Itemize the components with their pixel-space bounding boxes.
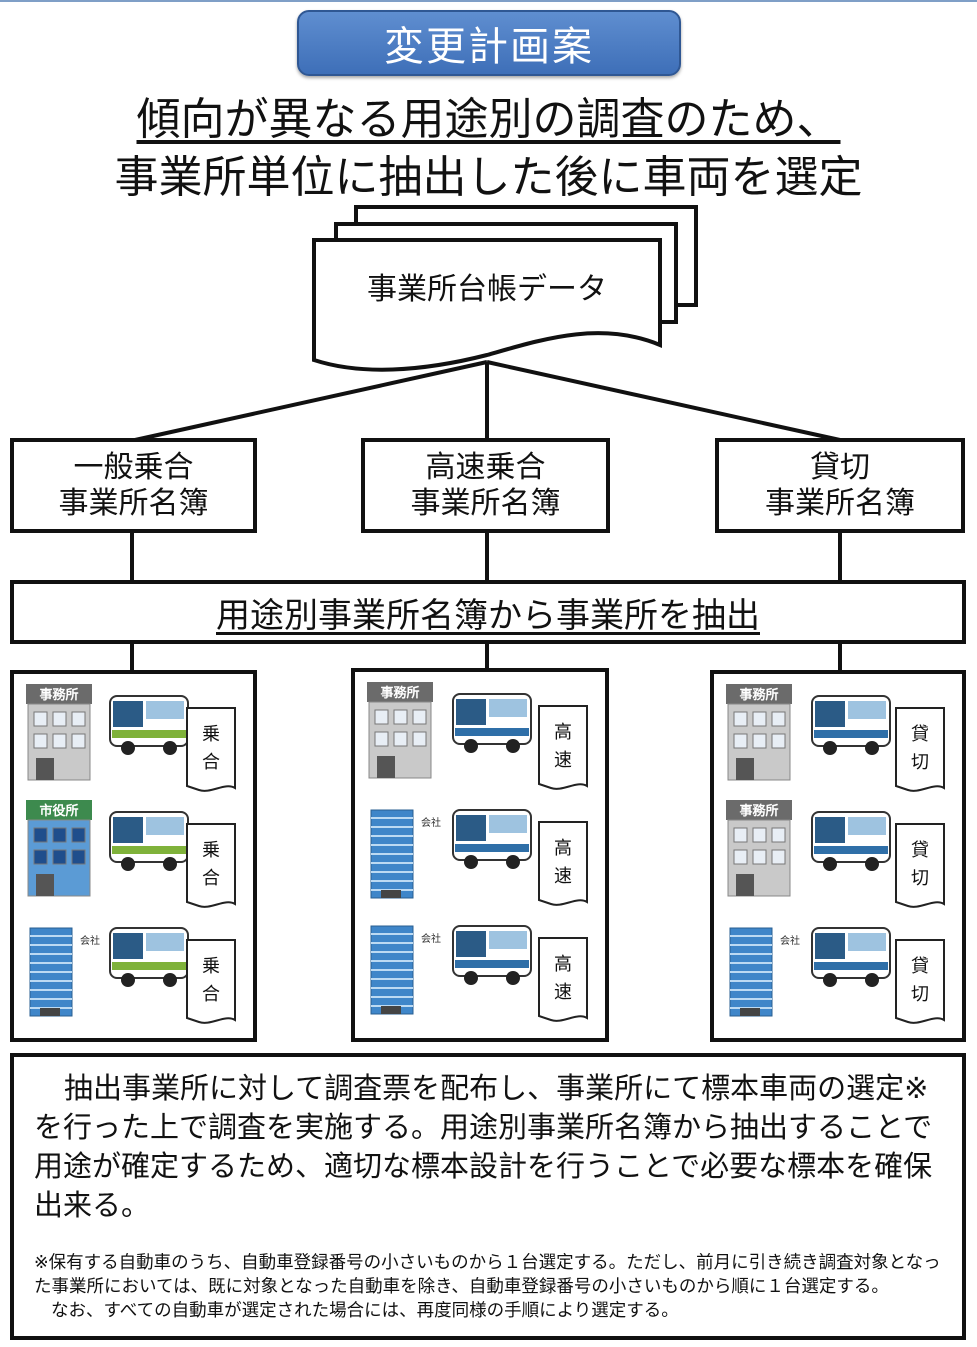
plan-title: 変更計画案 bbox=[384, 24, 594, 70]
usage-tag-char: 貸 bbox=[911, 840, 929, 861]
headline-line-1: 傾向が異なる用途別の調査のため、 bbox=[136, 94, 841, 145]
building-sign: 会社 bbox=[421, 816, 441, 829]
building-sign: 会社 bbox=[421, 932, 441, 945]
headline-line-2: 事業所単位に抽出した後に車両を選定 bbox=[114, 152, 863, 203]
top-rule bbox=[0, 0, 977, 2]
usage-tag-document: 乗合 bbox=[186, 939, 236, 1024]
usage-tag-document: 貸切 bbox=[895, 939, 945, 1024]
usage-tag-char: 切 bbox=[911, 984, 929, 1005]
usage-tag-char: 合 bbox=[202, 752, 220, 773]
building-sign: 事務所 bbox=[739, 803, 778, 819]
office-tower-icon: 会社 bbox=[729, 927, 800, 1017]
building-sign: 会社 bbox=[780, 934, 800, 947]
bus-icon bbox=[109, 695, 189, 755]
usage-tag-char: 高 bbox=[554, 838, 572, 859]
office-tower-icon: 会社 bbox=[29, 927, 100, 1017]
panel-highway: 事務所高速会社高速会社高速 bbox=[351, 668, 609, 1042]
footnote-text-2: なお、すべての自動車が選定された場合には、再度同様の手順により選定する。 bbox=[51, 1301, 679, 1321]
plan-title-badge: 変更計画案 bbox=[297, 10, 681, 76]
building-sign: 市役所 bbox=[39, 803, 78, 819]
building-sign: 事務所 bbox=[380, 685, 419, 701]
usage-tag-document: 貸切 bbox=[895, 707, 945, 792]
office-building-icon: 事務所 bbox=[726, 684, 792, 781]
bus-icon bbox=[811, 811, 891, 871]
usage-tag-char: 速 bbox=[554, 750, 572, 771]
usage-tag-char: 高 bbox=[554, 954, 572, 975]
usage-tag-document: 乗合 bbox=[186, 823, 236, 908]
usage-tag-char: 切 bbox=[911, 868, 929, 889]
bus-icon bbox=[811, 695, 891, 755]
building-sign: 事務所 bbox=[39, 687, 78, 703]
usage-tag-char: 速 bbox=[554, 866, 572, 887]
office-building-icon: 事務所 bbox=[726, 800, 792, 897]
usage-tag-document: 乗合 bbox=[186, 707, 236, 792]
usage-tag-char: 乗 bbox=[202, 840, 220, 861]
office-building-icon: 事務所 bbox=[367, 682, 433, 779]
city-hall-icon: 市役所 bbox=[26, 800, 92, 897]
source-document-label: 事業所台帳データ bbox=[367, 272, 607, 307]
summary-text: 抽出事業所に対して調査票を配布し、事業所にて標本車両の選定※を行った上で調査を実… bbox=[34, 1071, 933, 1222]
office-tower-icon: 会社 bbox=[370, 925, 441, 1015]
office-tower-icon: 会社 bbox=[370, 809, 441, 899]
source-document-icon bbox=[312, 238, 662, 372]
bus-icon bbox=[452, 925, 532, 985]
usage-tag-char: 貸 bbox=[911, 956, 929, 977]
category-subtitle: 事業所名簿 bbox=[410, 485, 561, 521]
category-title: 一般乗合 bbox=[73, 449, 194, 485]
category-title: 高速乗合 bbox=[425, 449, 546, 485]
extract-step-box: 用途別事業所名簿から事業所を抽出 bbox=[10, 580, 966, 644]
usage-tag-char: 合 bbox=[202, 984, 220, 1005]
office-building-icon: 事務所 bbox=[26, 684, 92, 781]
category-title: 貸切 bbox=[810, 449, 870, 485]
usage-tag-document: 高速 bbox=[538, 821, 588, 906]
usage-tag-char: 高 bbox=[554, 722, 572, 743]
category-box-charter: 貸切 事業所名簿 bbox=[715, 438, 965, 533]
flow-connectors bbox=[130, 205, 842, 672]
footnote-text: ※保有する自動車のうち、自動車登録番号の小さいものから１台選定する。ただし、前月… bbox=[34, 1253, 941, 1297]
summary-box: 抽出事業所に対して調査票を配布し、事業所にて標本車両の選定※を行った上で調査を実… bbox=[10, 1053, 966, 1340]
category-subtitle: 事業所名簿 bbox=[765, 485, 915, 521]
usage-tag-char: 切 bbox=[911, 752, 929, 773]
usage-tag-char: 乗 bbox=[202, 956, 220, 977]
panel-charter: 事務所貸切事務所貸切会社貸切 bbox=[710, 670, 966, 1042]
bus-icon bbox=[109, 811, 189, 871]
building-sign: 事務所 bbox=[739, 687, 778, 703]
bus-icon bbox=[109, 927, 189, 987]
bus-icon bbox=[452, 693, 532, 753]
usage-tag-char: 合 bbox=[202, 868, 220, 889]
usage-tag-char: 乗 bbox=[202, 724, 220, 745]
extract-step-label: 用途別事業所名簿から事業所を抽出 bbox=[216, 595, 760, 636]
category-box-general: 一般乗合 事業所名簿 bbox=[10, 438, 257, 533]
usage-tag-document: 高速 bbox=[538, 937, 588, 1022]
usage-tag-document: 高速 bbox=[538, 705, 588, 790]
usage-tag-char: 貸 bbox=[911, 724, 929, 745]
category-subtitle: 事業所名簿 bbox=[58, 485, 209, 521]
bus-icon bbox=[452, 809, 532, 869]
category-box-highway: 高速乗合 事業所名簿 bbox=[361, 438, 610, 533]
usage-tag-document: 貸切 bbox=[895, 823, 945, 908]
usage-tag-char: 速 bbox=[554, 982, 572, 1003]
panel-general: 事務所乗合市役所乗合会社乗合 bbox=[10, 670, 257, 1042]
building-sign: 会社 bbox=[80, 934, 100, 947]
bus-icon bbox=[811, 927, 891, 987]
